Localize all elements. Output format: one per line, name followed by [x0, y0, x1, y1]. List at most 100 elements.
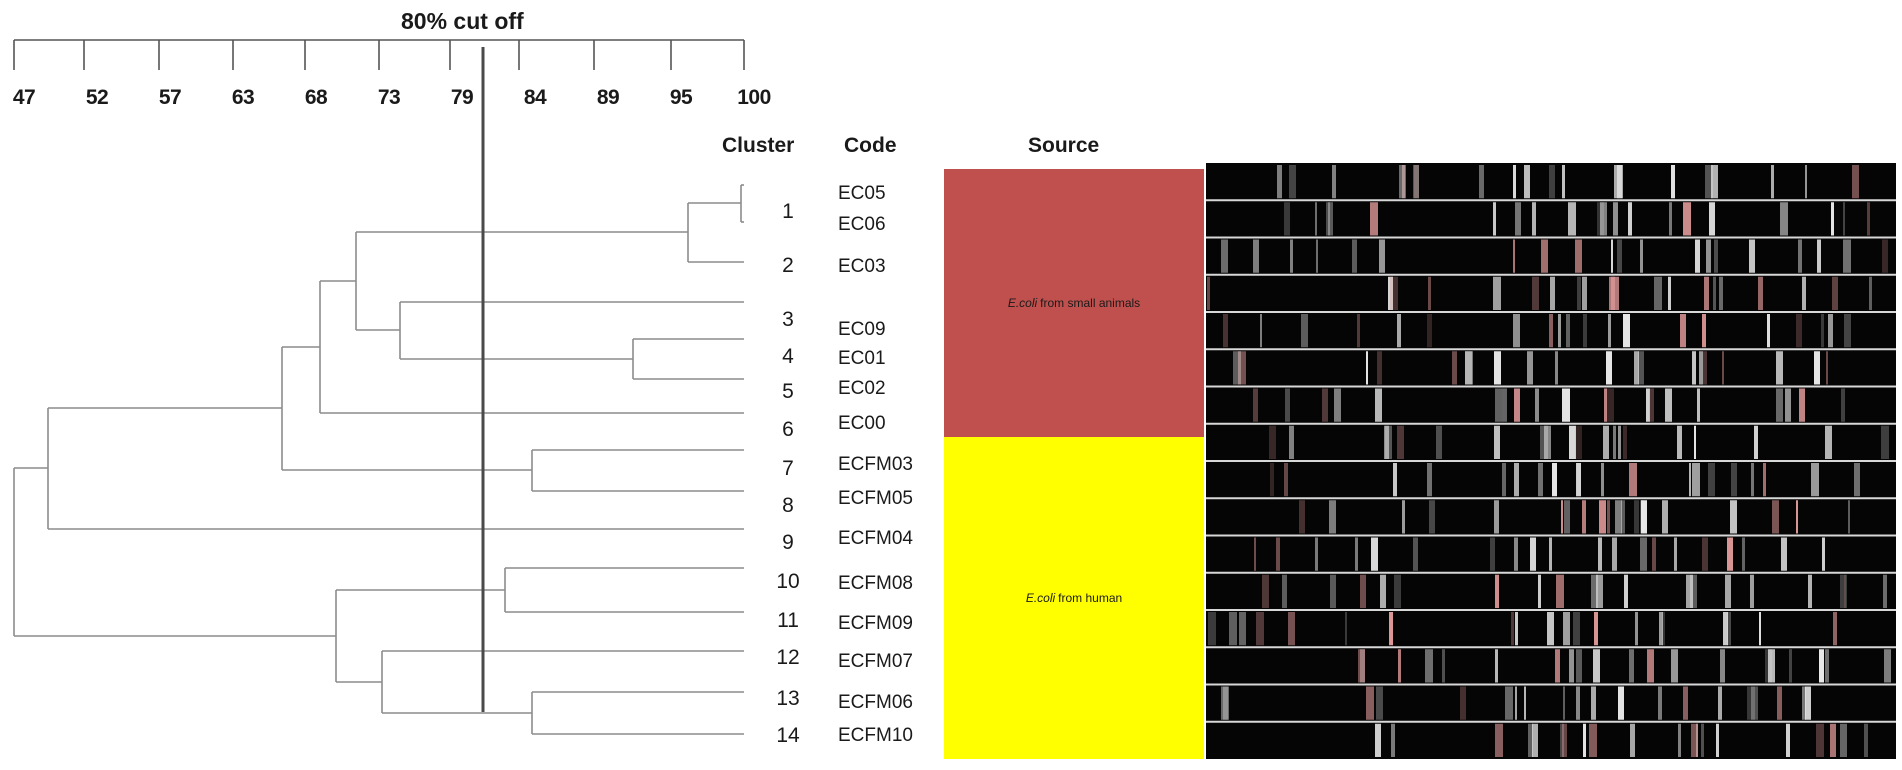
gel-band — [1569, 425, 1576, 459]
gel-lane — [1233, 351, 1828, 385]
gel-band — [1239, 612, 1246, 646]
gel-band — [1284, 202, 1290, 236]
gel-band — [1593, 649, 1600, 683]
gel-band — [1629, 649, 1634, 683]
gel-band — [1808, 574, 1812, 608]
gel-band — [1844, 574, 1846, 608]
gel-band — [1288, 612, 1295, 646]
gel-band — [1699, 351, 1703, 385]
gel-band — [1495, 723, 1503, 757]
gel-band — [1671, 649, 1678, 683]
gel-band — [1583, 314, 1587, 348]
gel-band — [1397, 425, 1404, 459]
gel-band — [1527, 351, 1533, 385]
gel-band — [1617, 239, 1622, 273]
scale-label: 89 — [596, 86, 620, 109]
gel-lane — [1262, 574, 1887, 608]
gel-band — [1380, 574, 1386, 608]
gel-lane — [1299, 500, 1850, 534]
gel-band — [1530, 537, 1536, 571]
scale-label: 57 — [158, 86, 182, 109]
gel-band — [1599, 500, 1606, 534]
gel-band — [1828, 314, 1833, 348]
gel-band — [1229, 612, 1237, 646]
gel-band — [1515, 686, 1517, 720]
gel-band — [1883, 574, 1887, 608]
gel-band — [1640, 537, 1647, 571]
gel-band — [1816, 723, 1824, 757]
gel-band — [1652, 537, 1656, 571]
gel-band — [1596, 574, 1603, 608]
gel-band — [1780, 202, 1788, 236]
gel-band — [1532, 723, 1538, 757]
gel-lane — [1208, 612, 1837, 646]
gel-band — [1618, 425, 1621, 459]
gel-band — [1555, 649, 1560, 683]
gel-band — [1646, 388, 1650, 422]
sample-code: ECFM10 — [838, 725, 913, 746]
gel-band — [1511, 612, 1514, 646]
gel-band — [1562, 165, 1565, 199]
gel-band — [1502, 388, 1507, 422]
scale-label: 52 — [85, 86, 109, 109]
gel-band — [1805, 165, 1807, 199]
gel-band — [1562, 388, 1570, 422]
gel-band — [1591, 686, 1596, 720]
gel-band — [1391, 723, 1395, 757]
gel-band — [1399, 165, 1406, 199]
gel-lane-separator — [1206, 385, 1896, 388]
gel-band — [1771, 165, 1774, 199]
cluster-number: 9 — [782, 531, 794, 554]
cutoff-title: 80% cut off — [401, 8, 524, 34]
gel-band — [1730, 500, 1737, 534]
gel-band — [1747, 686, 1755, 720]
gel-band — [1561, 500, 1563, 534]
gel-band — [1360, 574, 1366, 608]
gel-band — [1668, 276, 1671, 310]
cluster-number: 4 — [782, 345, 794, 368]
gel-band — [1370, 202, 1378, 236]
gel-band — [1611, 239, 1613, 273]
gel-lane-separator — [1206, 571, 1896, 574]
gel-band — [1805, 686, 1811, 720]
gel-band — [1425, 649, 1433, 683]
gel-band — [1276, 537, 1280, 571]
gel-band — [1490, 537, 1495, 571]
gel-band — [1665, 388, 1672, 422]
gel-band — [1831, 202, 1834, 236]
gel-band — [1389, 612, 1393, 646]
gel-band — [1583, 723, 1586, 757]
gel-band — [1479, 165, 1484, 199]
gel-band — [1576, 649, 1582, 683]
gel-band — [1413, 537, 1418, 571]
gel-band — [1600, 202, 1607, 236]
gel-band — [1765, 649, 1772, 683]
gel-band — [1749, 239, 1755, 273]
gel-band — [1706, 239, 1711, 273]
gel-band — [1384, 425, 1389, 459]
gel-band — [1731, 463, 1737, 497]
gel-band — [1538, 463, 1543, 497]
sample-code: ECFM06 — [838, 692, 913, 713]
gel-band — [1576, 463, 1581, 497]
gel-band — [1662, 500, 1668, 534]
scale-label: 73 — [377, 86, 401, 109]
gel-band — [1705, 165, 1713, 199]
gel-band — [1662, 612, 1665, 646]
gel-lane — [1358, 649, 1891, 683]
gel-band — [1714, 239, 1718, 273]
gel-lane — [1270, 463, 1860, 497]
gel-band — [1669, 202, 1672, 236]
gel-band — [1691, 723, 1698, 757]
gel-band — [1256, 612, 1264, 646]
gel-band — [1767, 314, 1770, 348]
gel-band — [1562, 723, 1567, 757]
gel-band — [1628, 202, 1632, 236]
gel-band — [1634, 351, 1639, 385]
gel-band — [1604, 388, 1607, 422]
gel-band — [1494, 425, 1500, 459]
gel-band — [1630, 723, 1635, 757]
gel-band — [1702, 314, 1706, 348]
gel-band — [1591, 574, 1598, 608]
